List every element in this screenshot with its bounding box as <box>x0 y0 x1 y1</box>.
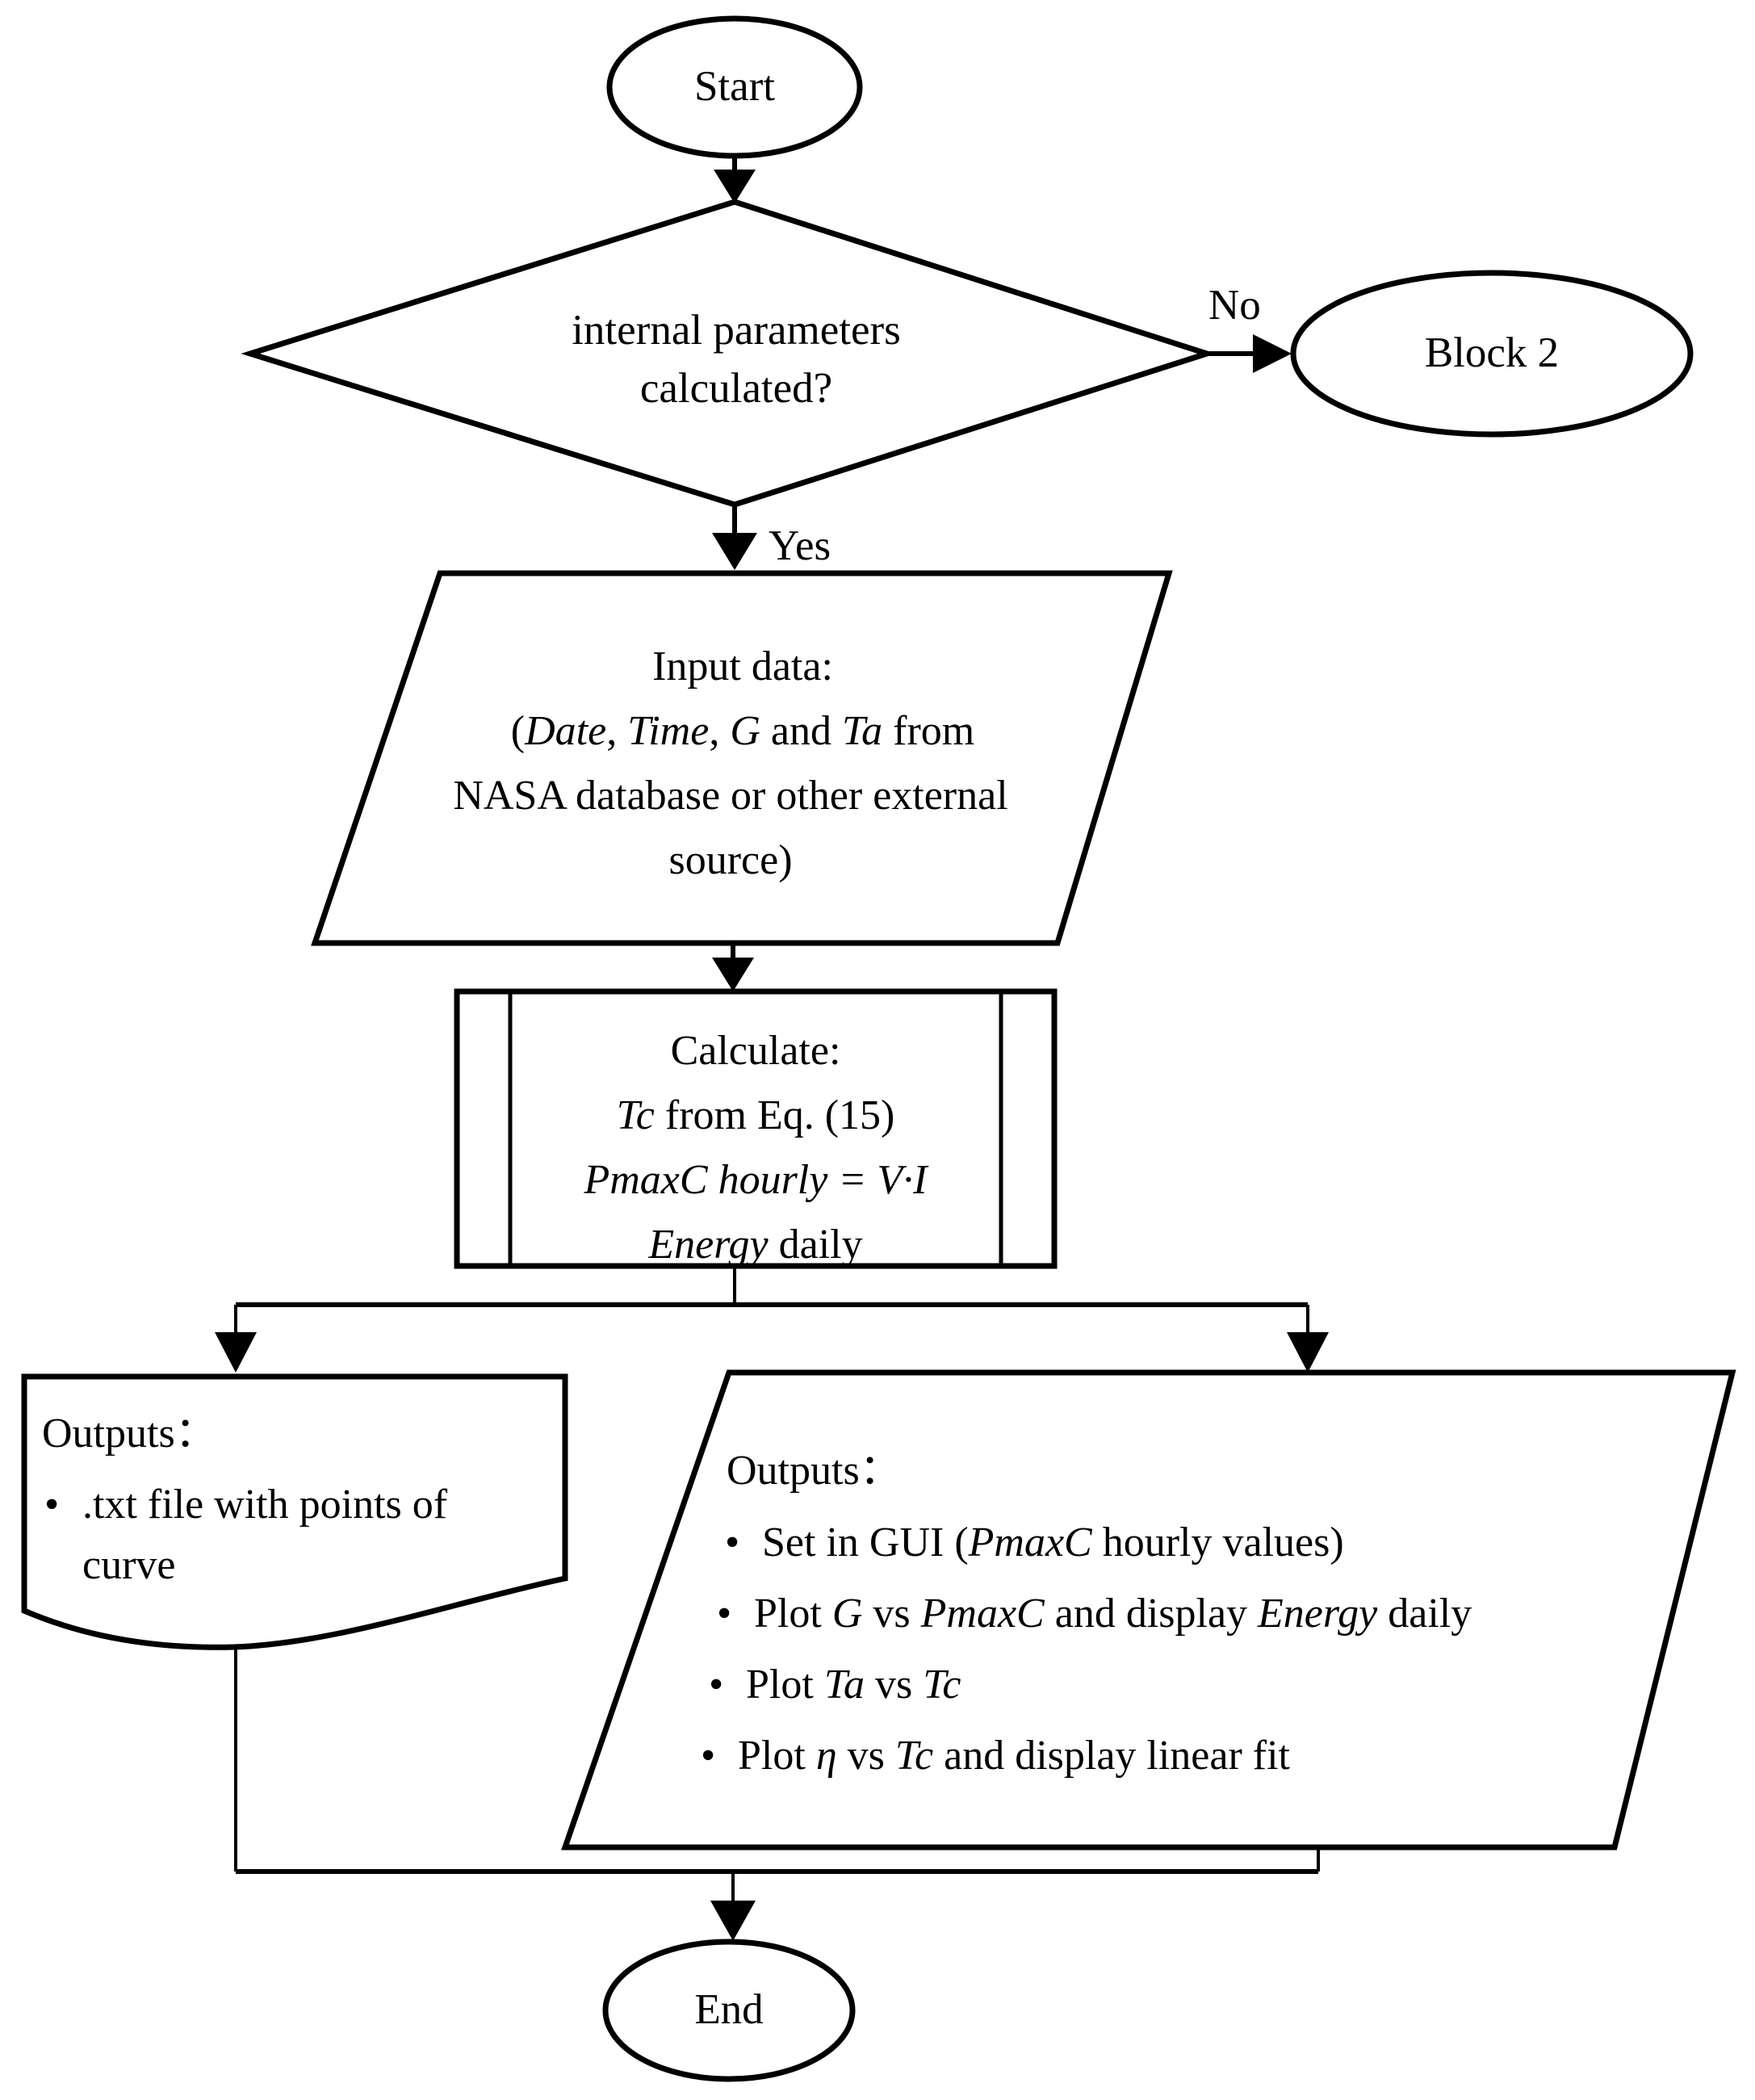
calculate-line4: Energy daily <box>647 1222 862 1268</box>
node-end[interactable]: End <box>602 1939 856 2082</box>
connector-start-to-decision <box>714 156 756 203</box>
input-data-line3: NASA database or other external <box>453 773 1007 819</box>
node-input-data[interactable]: Input data: (Date, Time, G and Ta from N… <box>311 570 1173 946</box>
edge-label-yes: Yes <box>769 522 831 569</box>
connector-input-to-calculate <box>712 943 754 991</box>
node-block2[interactable]: Block 2 <box>1290 270 1694 438</box>
arrow-head-down-icon <box>714 170 756 203</box>
outputs-file-document-shape <box>21 1373 568 1650</box>
outputs-gui-parallelogram-shape <box>561 1369 1736 1851</box>
decision-label-line1: internal parameters <box>572 307 901 354</box>
outputs-gui-bullet-glyph: • <box>701 1733 715 1779</box>
connector-outputs-merge-to-end <box>234 1645 1320 1941</box>
decision-label-line2: calculated? <box>640 365 832 412</box>
node-start[interactable]: Start <box>606 15 863 159</box>
outputs-file-bullet-1-line2: curve <box>82 1542 175 1588</box>
arrow-head-down-icon <box>215 1332 257 1373</box>
block2-label: Block 2 <box>1425 329 1559 376</box>
arrow-head-down-icon <box>712 958 754 991</box>
outputs-gui-bullet-glyph: • <box>725 1519 739 1566</box>
calculate-box-shape <box>454 988 1058 1269</box>
arrow-head-down-icon <box>712 533 757 570</box>
end-ellipse-shape <box>602 1939 856 2082</box>
start-label: Start <box>694 63 775 110</box>
outputs-gui-bullet-3: Plot Ta vs Tc <box>746 1662 961 1708</box>
connector-decision-to-input <box>712 505 757 570</box>
node-outputs-file[interactable]: Outputs： • .txt file with points of curv… <box>21 1373 568 1650</box>
input-data-line1: Input data: <box>652 643 833 690</box>
outputs-file-bullet-glyph: • <box>44 1482 59 1528</box>
outputs-gui-bullet-glyph: • <box>709 1662 723 1708</box>
end-label: End <box>694 1986 763 2033</box>
outputs-gui-bullet-glyph: • <box>717 1591 731 1637</box>
arrow-head-down-icon <box>1287 1332 1329 1373</box>
outputs-gui-bullet-1: Set in GUI (PmaxC hourly values) <box>762 1519 1344 1566</box>
outputs-gui-bullet-2: Plot G vs PmaxC and display Energy daily <box>754 1591 1472 1637</box>
outputs-gui-bullet-4: Plot η vs Tc and display linear fit <box>738 1733 1291 1779</box>
input-data-line4: source) <box>668 837 792 883</box>
calculate-line1: Calculate: <box>671 1028 841 1074</box>
input-data-parallelogram-shape <box>311 570 1173 946</box>
edge-label-no: No <box>1208 282 1261 329</box>
arrow-head-right-icon <box>1253 334 1292 373</box>
node-calculate[interactable]: Calculate: Tc from Eq. (15) PmaxC hourly… <box>454 988 1058 1269</box>
outputs-file-bullet-1-line1: .txt file with points of <box>82 1482 448 1528</box>
connector-decision-to-block2 <box>1207 334 1292 373</box>
calculate-line2: Tc from Eq. (15) <box>617 1092 895 1138</box>
input-data-line2: (Date, Time, G and Ta from <box>511 708 974 754</box>
connector-calculate-split <box>215 1266 1329 1373</box>
block2-ellipse-shape <box>1290 270 1694 438</box>
node-outputs-gui[interactable]: Outputs： • Set in GUI (PmaxC hourly valu… <box>561 1369 1736 1851</box>
node-decision[interactable]: internal parameters calculated? <box>241 199 1217 508</box>
outputs-gui-heading: Outputs： <box>727 1448 902 1494</box>
arrow-head-down-icon <box>710 1901 756 1941</box>
calculate-line3: PmaxC hourly = V·I <box>583 1157 929 1203</box>
outputs-file-heading: Outputs： <box>42 1410 217 1457</box>
